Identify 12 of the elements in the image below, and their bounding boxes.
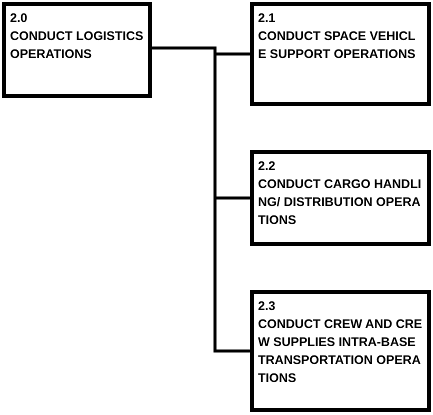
process-number: 2.1 (258, 10, 276, 27)
process-number: 2.3 (258, 298, 276, 315)
process-box (250, 150, 431, 246)
process-number: 2.0 (10, 10, 28, 27)
process-title: CONDUCT CREW AND CREW SUPPLIES INTRA-BASE TRANSPORTATION OPERATIONS (258, 316, 423, 387)
process-box (250, 2, 431, 106)
process-box (2, 2, 152, 98)
process-box (250, 290, 431, 412)
process-title: CONDUCT LOGISTICS OPERATIONS (10, 28, 144, 63)
process-title: CONDUCT SPACE VEHICLE SUPPORT OPERATIONS (258, 28, 416, 63)
process-title: CONDUCT CARGO HANDLING/ DISTRIBUTION OPERATIONS (258, 176, 422, 229)
process-number: 2.2 (258, 158, 276, 175)
